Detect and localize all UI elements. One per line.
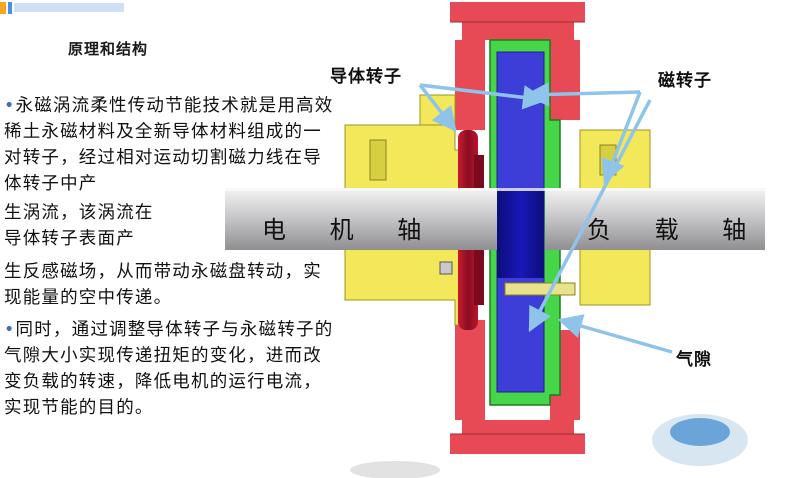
paragraph-text: 同时，通过调整导体转子与永磁转子的气隙大小实现传递扭矩的变化，进而改变负载的转速…	[4, 320, 334, 418]
paragraph-line: 生反感磁场，从而带动永磁盘转动，实现能量的空中传递。	[4, 262, 322, 308]
callout-arrows	[418, 82, 673, 354]
paragraph-principle: •永磁涡流柔性传动节能技术就是用高效稀土永磁材料及全新导体材料组成的一对转子，经…	[4, 93, 339, 197]
paragraph-line: 生涡流，该涡流在	[4, 203, 154, 223]
bullet-glyph: •	[4, 320, 16, 340]
outer-housing	[450, 2, 585, 454]
motor-shaft-label: 电 机 轴	[262, 216, 440, 244]
fasteners	[439, 261, 576, 296]
shaft	[225, 188, 765, 250]
conductor-rotor-label: 导体转子	[330, 67, 402, 87]
magnet-rotor-label: 磁转子	[658, 71, 712, 91]
load-shaft-label: 负 载 轴	[587, 216, 765, 244]
air-gap-label: 气隙	[676, 350, 712, 370]
paragraph-adjustment: •同时，通过调整导体转子与永磁转子的气隙大小实现传递扭矩的变化，进而改变负载的转…	[4, 317, 339, 421]
logo-mark	[0, 2, 124, 14]
section-title: 原理和结构	[68, 40, 149, 58]
bullet-glyph: •	[4, 96, 16, 116]
paragraph-line: 导体转子表面产	[4, 229, 135, 249]
paragraph-text: 永磁涡流柔性传动节能技术就是用高效稀土永磁材料及全新导体材料组成的一对转子，经过…	[4, 96, 334, 194]
magnet-rotor	[496, 51, 545, 393]
decorative-gloss	[350, 414, 748, 478]
